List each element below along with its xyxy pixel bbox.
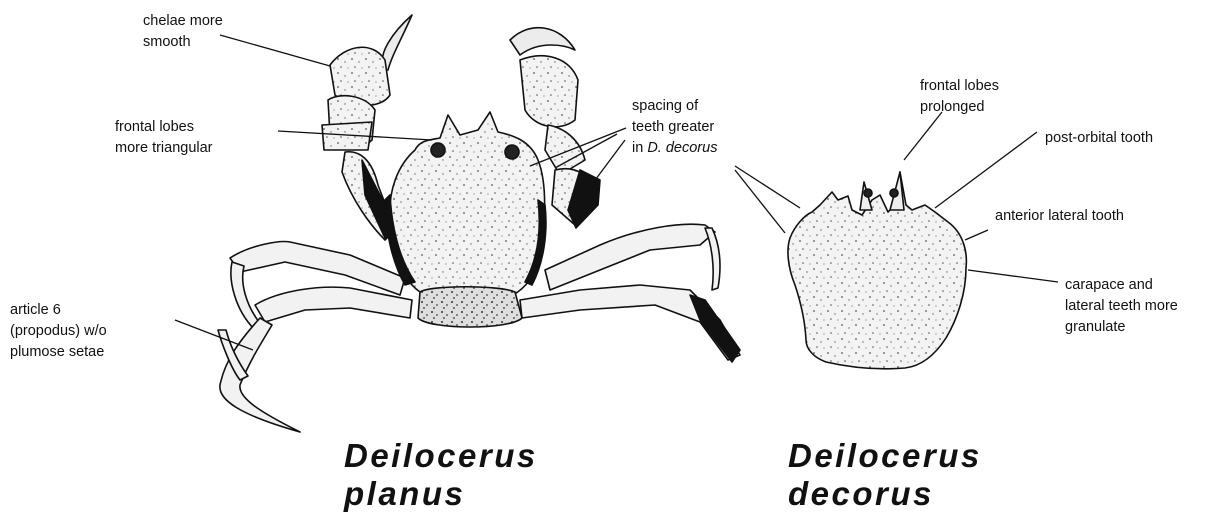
label-frontal-triangular-line1: frontal lobes: [115, 117, 213, 138]
label-frontal-lobes-prolonged: frontal lobes prolonged: [920, 76, 999, 118]
species-name-decorus: Deilocerus decorus: [788, 437, 982, 513]
label-anterior-lateral-text: anterior lateral tooth: [995, 206, 1124, 227]
label-frontal-prolonged-line2: prolonged: [920, 97, 999, 118]
label-article-6: article 6 (propodus) w/o plumose setae: [10, 300, 107, 363]
label-spacing-line2: teeth greater: [632, 117, 717, 138]
species-decorus-epithet: decorus: [788, 475, 982, 513]
label-post-orbital-text: post-orbital tooth: [1045, 128, 1153, 149]
species-decorus-genus: Deilocerus: [788, 437, 982, 475]
left-walking-legs: [218, 242, 412, 432]
deilocerus-planus-drawing: [218, 15, 740, 432]
label-frontal-triangular-line2: more triangular: [115, 138, 213, 159]
deilocerus-decorus-carapace: [788, 172, 966, 369]
label-spacing-of-teeth: spacing of teeth greater in D. decorus: [632, 96, 717, 159]
label-spacing-prefix: in: [632, 140, 647, 156]
label-chelae-line2: smooth: [143, 32, 223, 53]
species-planus-epithet: planus: [344, 475, 538, 513]
label-article6-line2: (propodus) w/o: [10, 321, 107, 342]
label-chelae-more-smooth: chelae more smooth: [143, 11, 223, 53]
label-article6-line1: article 6: [10, 300, 107, 321]
label-article6-line3: plumose setae: [10, 342, 107, 363]
label-frontal-lobes-triangular: frontal lobes more triangular: [115, 117, 213, 159]
label-carapace-line2: lateral teeth more: [1065, 296, 1178, 317]
label-spacing-species: D. decorus: [647, 140, 717, 156]
label-chelae-line1: chelae more: [143, 11, 223, 32]
label-spacing-line1: spacing of: [632, 96, 717, 117]
planus-carapace: [390, 112, 545, 303]
label-post-orbital-tooth: post-orbital tooth: [1045, 128, 1153, 149]
species-name-planus: Deilocerus planus: [344, 437, 538, 513]
label-carapace-line3: granulate: [1065, 317, 1178, 338]
species-planus-genus: Deilocerus: [344, 437, 538, 475]
label-frontal-prolonged-line1: frontal lobes: [920, 76, 999, 97]
label-anterior-lateral-tooth: anterior lateral tooth: [995, 206, 1124, 227]
label-carapace-granulate: carapace and lateral teeth more granulat…: [1065, 275, 1178, 338]
label-carapace-line1: carapace and: [1065, 275, 1178, 296]
label-spacing-line3: in D. decorus: [632, 138, 717, 159]
right-walking-legs: [520, 224, 740, 362]
